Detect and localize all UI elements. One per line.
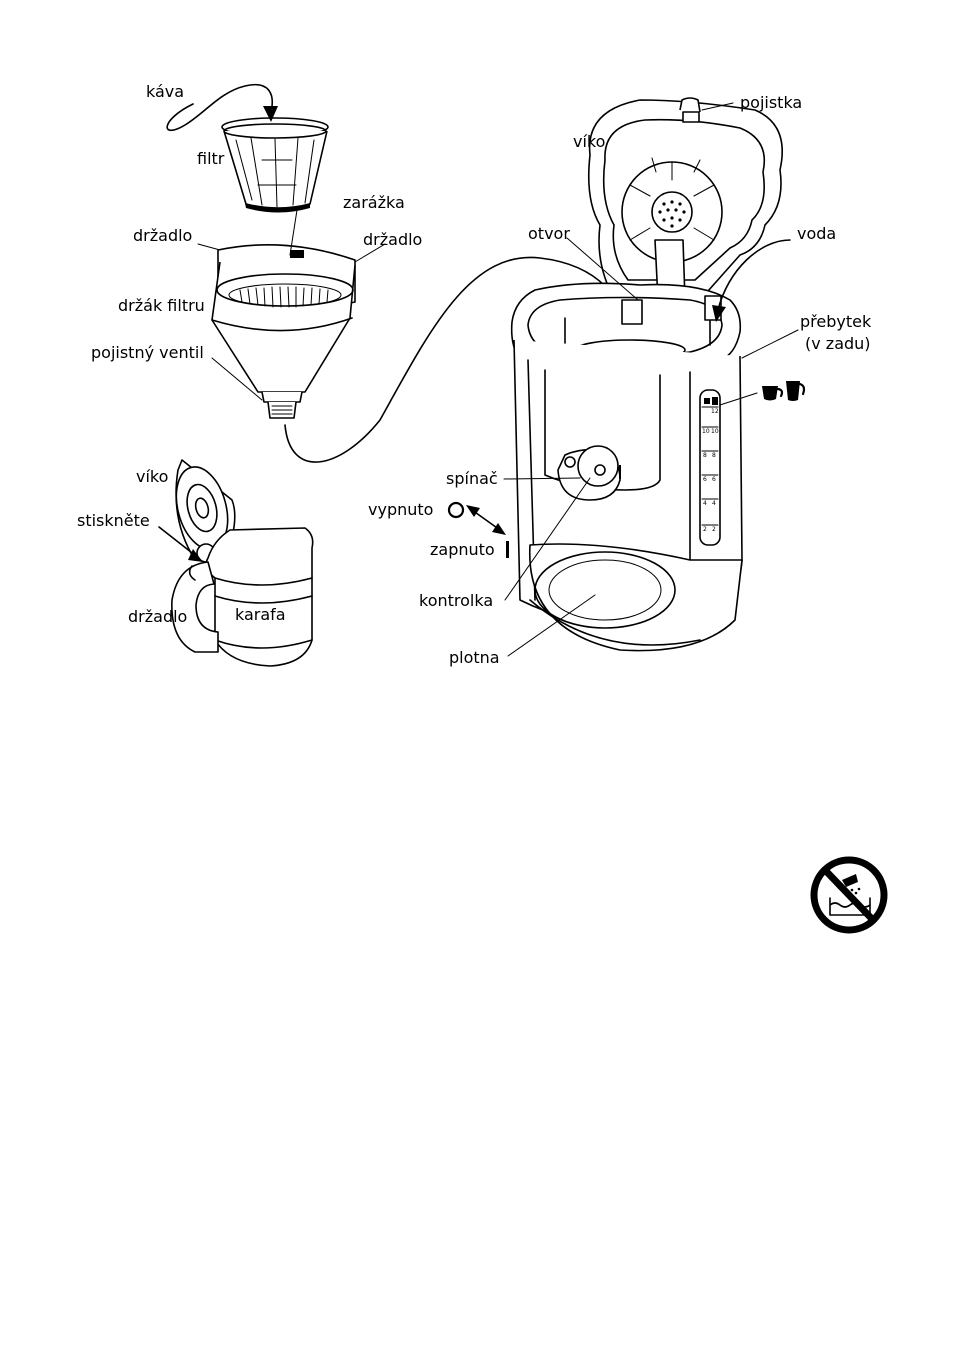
label-vypnuto: vypnuto (368, 500, 433, 519)
label-drzadlo-left: držadlo (133, 226, 192, 245)
gauge-left-6: 6 (703, 476, 707, 483)
label-kontrolka: kontrolka (419, 591, 493, 610)
gauge-right-8: 8 (712, 452, 716, 459)
label-plotna: plotna (449, 648, 500, 667)
label-viko-machine: víko (573, 132, 605, 151)
gauge-right-10: 10 (711, 428, 719, 435)
no-water-immersion-icon (814, 860, 884, 930)
label-kava: káva (146, 82, 184, 101)
label-filtr: filtr (197, 149, 225, 168)
on-bar-icon (506, 541, 509, 558)
label-pojistka: pojistka (740, 93, 802, 112)
label-voda: voda (797, 224, 836, 243)
label-v-zadu: (v zadu) (805, 334, 871, 353)
label-karafa: karafa (235, 605, 286, 624)
coffee-filter (222, 118, 328, 213)
label-drzadlo-carafe: držadlo (128, 607, 187, 626)
gauge-left-10: 10 (702, 428, 710, 435)
label-drzadlo-right: držadlo (363, 230, 422, 249)
label-pojistny-ventil: pojistný ventil (91, 343, 204, 362)
small-cup-and-mug-icon (762, 381, 804, 401)
carafe (168, 460, 313, 666)
gauge-right-6: 6 (712, 476, 716, 483)
gauge-left-4: 4 (703, 500, 707, 507)
filter-holder (212, 245, 355, 418)
gauge-right-2: 2 (712, 526, 716, 533)
label-spinac: spínač (446, 469, 498, 488)
label-prebytek: přebytek (800, 312, 872, 331)
coffee-machine (512, 98, 783, 651)
gauge-right-4: 4 (712, 500, 716, 507)
label-stisknete: stiskněte (77, 511, 150, 530)
label-otvor: otvor (528, 224, 570, 243)
off-circle-icon (449, 503, 463, 517)
gauge-left-8: 8 (703, 452, 707, 459)
label-zarazka: zarážka (343, 193, 405, 212)
gauge-right-12: 12 (711, 408, 719, 415)
gauge-left-2: 2 (703, 526, 707, 533)
label-viko-carafe: víko (136, 467, 168, 486)
label-drzak-filtru: držák filtru (118, 296, 205, 315)
label-zapnuto: zapnuto (430, 540, 495, 559)
